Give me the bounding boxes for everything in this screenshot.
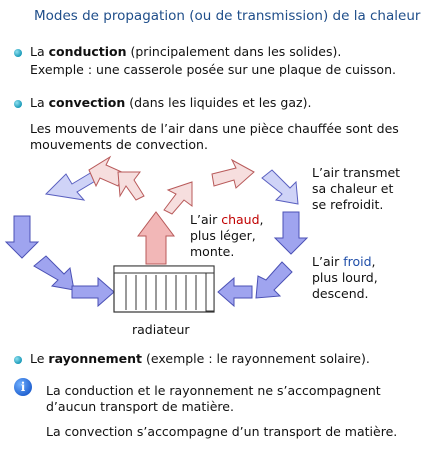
convection-desc-2: mouvements de convection. [30,137,208,152]
info-icon: i [14,378,32,396]
convection-line: La convection (dans les liquides et les … [30,95,312,110]
hot-word: chaud [221,212,260,227]
arrow-right-bottom [255,261,293,299]
label-air-transmet-3: se refroidit. [312,197,384,212]
label-air-transmet-1: L’air transmet [312,165,401,180]
label-air-chaud-3: monte. [190,244,235,259]
bullet-icon [14,49,22,57]
arrow-left-bottom [33,255,75,291]
label-air-froid-3: descend. [312,286,369,301]
info-line-2: d’aucun transport de matière. [46,399,234,414]
arrow-up-left [117,171,145,201]
label-air-froid-2: plus lourd, [312,270,378,285]
label-air-chaud-1: L’air chaud, [190,212,264,227]
arrow-top-right [211,158,255,189]
page-title: Modes de propagation (ou de transmission… [34,8,421,24]
arrow-hot-up [137,211,175,265]
conduction-term: conduction [48,44,127,59]
cold-word: froid [343,254,372,269]
radiator-label: radiateur [132,322,190,337]
bullet-icon [14,356,22,364]
arrow-left-down [4,215,40,259]
label-air-chaud-2: plus léger, [190,228,256,243]
arrow-right-top [261,169,299,205]
rayonnement-line: Le rayonnement (exemple : le rayonnement… [30,351,370,366]
radiator-icon [113,265,215,313]
arrow-bottom-right [217,276,253,308]
bullet-icon [14,100,22,108]
info-line-3: La convection s’accompagne d’un transpor… [46,424,398,439]
arrow-bottom-left [71,276,115,308]
convection-term: convection [48,95,126,110]
conduction-example: Exemple : une casserole posée sur une pl… [30,62,396,77]
conduction-line: La conduction (principalement dans les s… [30,44,342,59]
convection-desc-1: Les mouvements de l’air dans une pièce c… [30,121,399,136]
rayonnement-term: rayonnement [48,351,143,366]
arrow-right-down [273,211,309,255]
label-air-froid-1: L’air froid, [312,254,376,269]
arrow-up-right [163,181,193,215]
label-air-transmet-2: sa chaleur et [312,181,394,196]
info-line-1: La conduction et le rayonnement ne s’acc… [46,383,381,398]
